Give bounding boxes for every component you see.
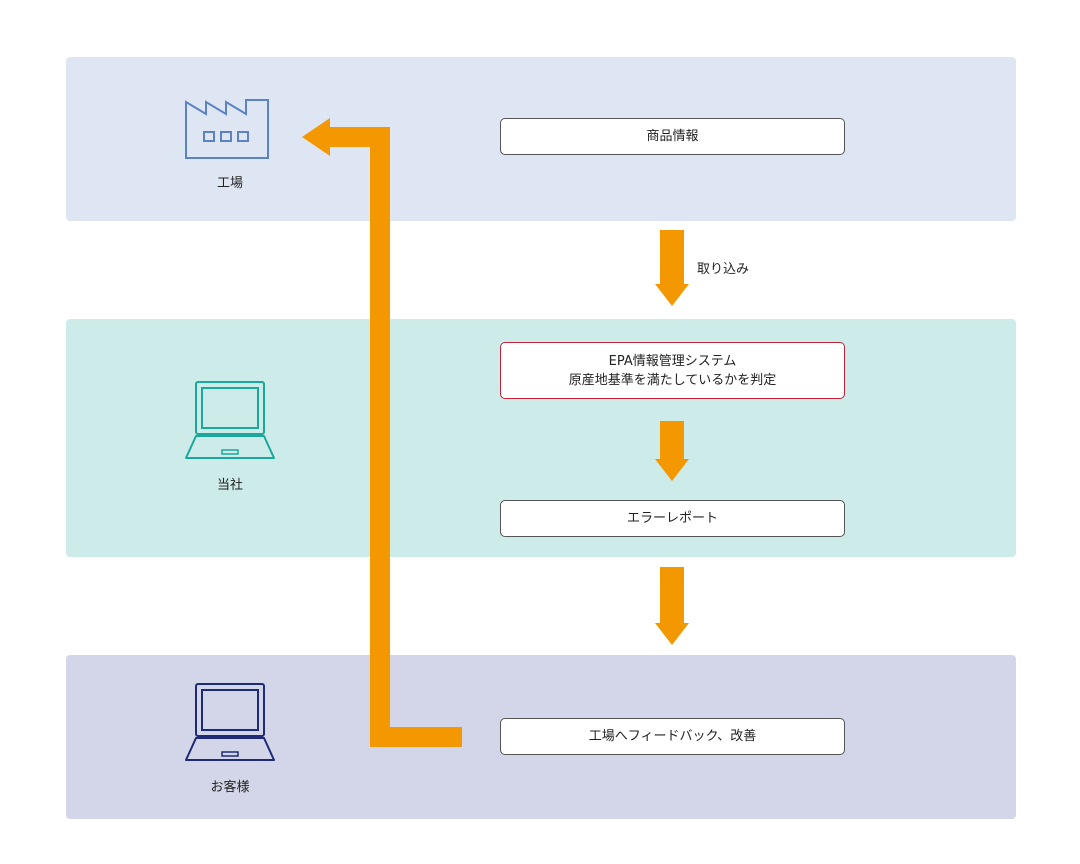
feedback-box: 工場へフィードバック、改善 <box>500 718 845 755</box>
import-down-arrow <box>655 230 689 306</box>
product-info-box: 商品情報 <box>500 118 845 155</box>
company-label: 当社 <box>216 478 243 493</box>
import-label: 取り込み <box>697 262 750 277</box>
factory-icon <box>185 99 269 159</box>
report-down-arrow <box>655 567 689 645</box>
customer-actor: お客様 <box>160 682 300 795</box>
error-report-box: エラーレポート <box>500 500 845 537</box>
epa-system-title: EPA情報管理システム <box>608 353 737 369</box>
company-actor: 当社 <box>160 380 300 493</box>
epa-system-description: 原産地基準を満たしているかを判定 <box>568 372 777 388</box>
error-report-label: エラーレポート <box>626 511 718 526</box>
feedback-label: 工場へフィードバック、改善 <box>588 729 757 744</box>
epa-system-box: EPA情報管理システム 原産地基準を満たしているかを判定 <box>500 342 845 399</box>
product-info-label: 商品情報 <box>646 129 699 144</box>
factory-label: 工場 <box>216 176 243 191</box>
laptop-icon <box>185 683 275 761</box>
customer-label: お客様 <box>210 780 250 795</box>
laptop-icon <box>185 381 275 459</box>
factory-actor: 工場 <box>160 98 300 191</box>
